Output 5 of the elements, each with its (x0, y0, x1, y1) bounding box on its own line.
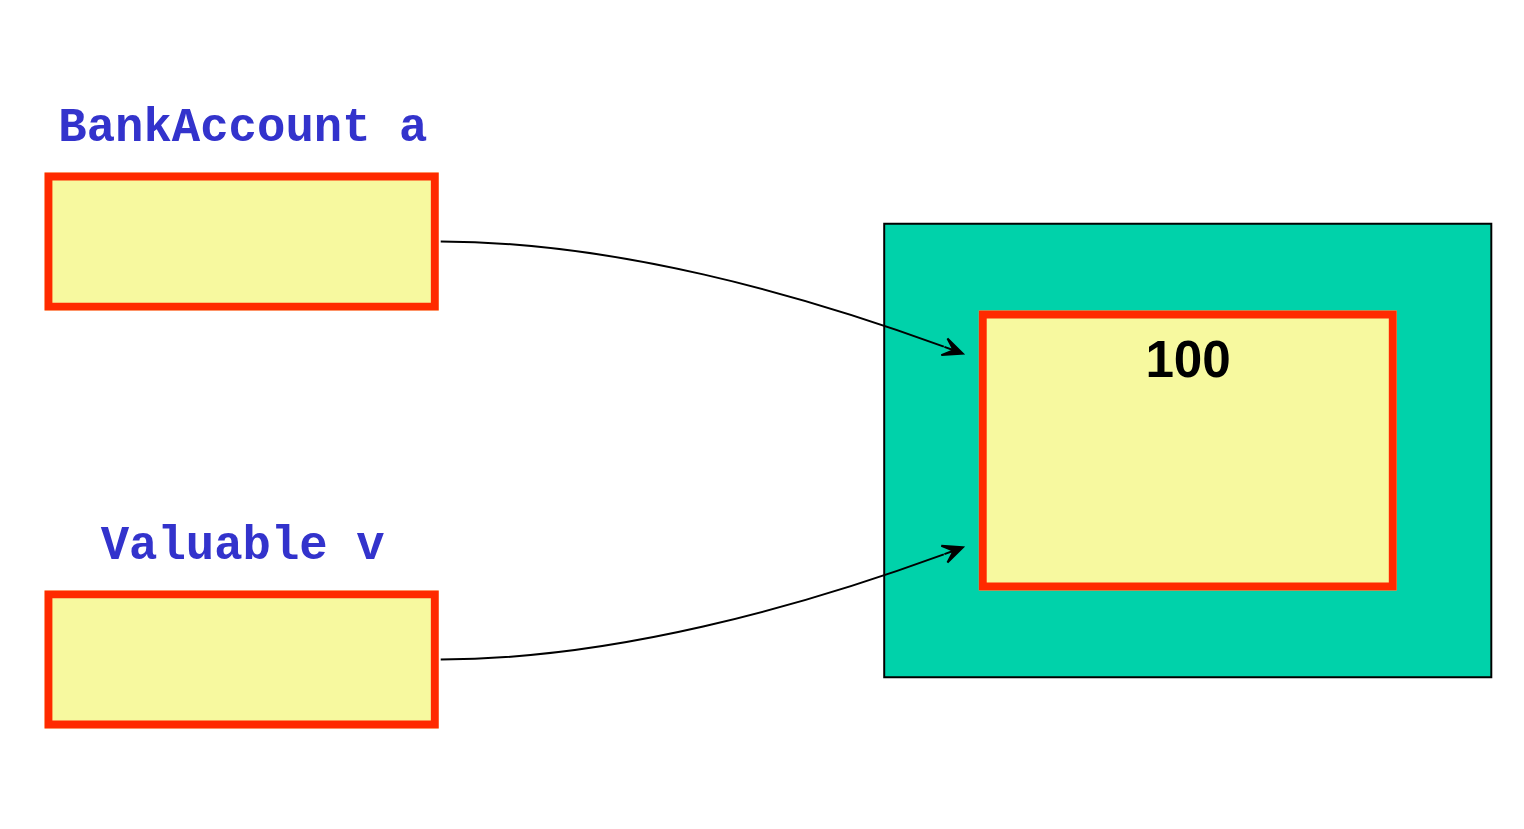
arrow (439, 544, 964, 660)
cluster (883, 222, 1493, 678)
node-label: Valuable v (100, 519, 385, 573)
arrow (439, 240, 964, 356)
node-label: BankAccount a (58, 101, 428, 155)
